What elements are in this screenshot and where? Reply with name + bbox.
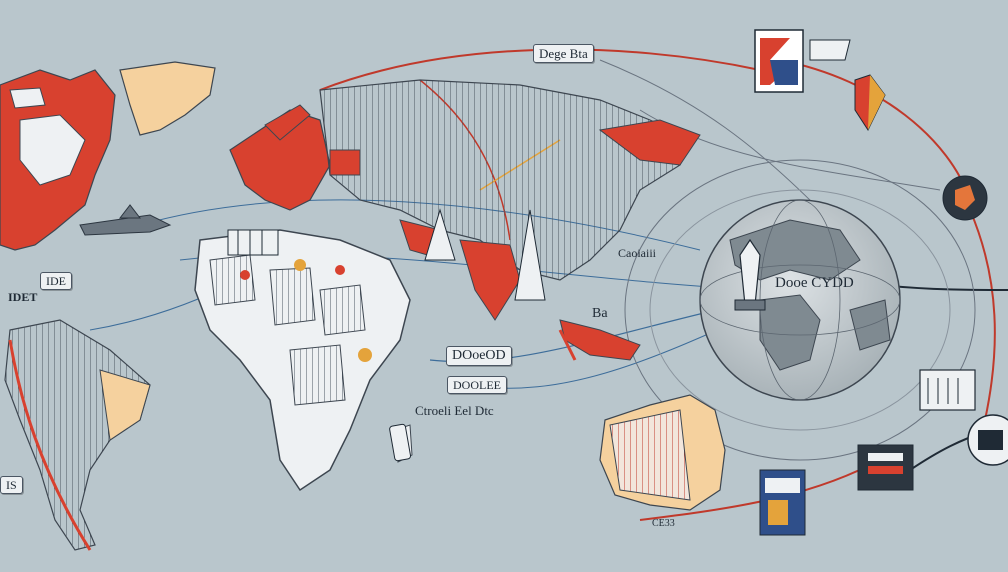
east-asia-label: Caoiaiii	[618, 246, 656, 260]
gear-icon	[967, 414, 1008, 466]
africa	[194, 229, 411, 492]
southeast-asia	[558, 319, 641, 361]
australia	[599, 394, 726, 511]
tower-icon	[424, 208, 546, 301]
asia	[319, 79, 701, 321]
center-box-label-2: DOOLEE	[447, 376, 507, 394]
chart-box-icon	[919, 369, 976, 411]
calendar-icon	[227, 229, 279, 256]
south-america	[4, 319, 151, 551]
greenland	[119, 61, 216, 136]
globe	[699, 199, 901, 401]
airplane-icon	[79, 204, 172, 236]
map-pin-icon	[734, 238, 766, 311]
scroll-icon	[389, 423, 412, 462]
center-label: Ctroeli Eel Dtc	[415, 403, 494, 418]
top-box-label: Dege Bta	[533, 44, 594, 63]
building-icon	[759, 469, 806, 536]
flag-icon	[754, 29, 851, 93]
left-label-1: IDE	[40, 272, 72, 290]
indonesia-label: Ba	[592, 306, 608, 321]
europe	[229, 104, 331, 211]
far-left-label: IS	[0, 476, 23, 494]
document-icon	[857, 444, 914, 491]
node-icon	[942, 175, 988, 221]
globe-label: Dooe CYDD	[775, 275, 854, 291]
north-america	[0, 69, 116, 251]
center-box-label-1: DOoeOD	[446, 346, 512, 366]
kite-icon	[854, 74, 886, 132]
bottom-right-label: CE33	[652, 518, 675, 529]
left-label-2: IDET	[8, 290, 38, 304]
